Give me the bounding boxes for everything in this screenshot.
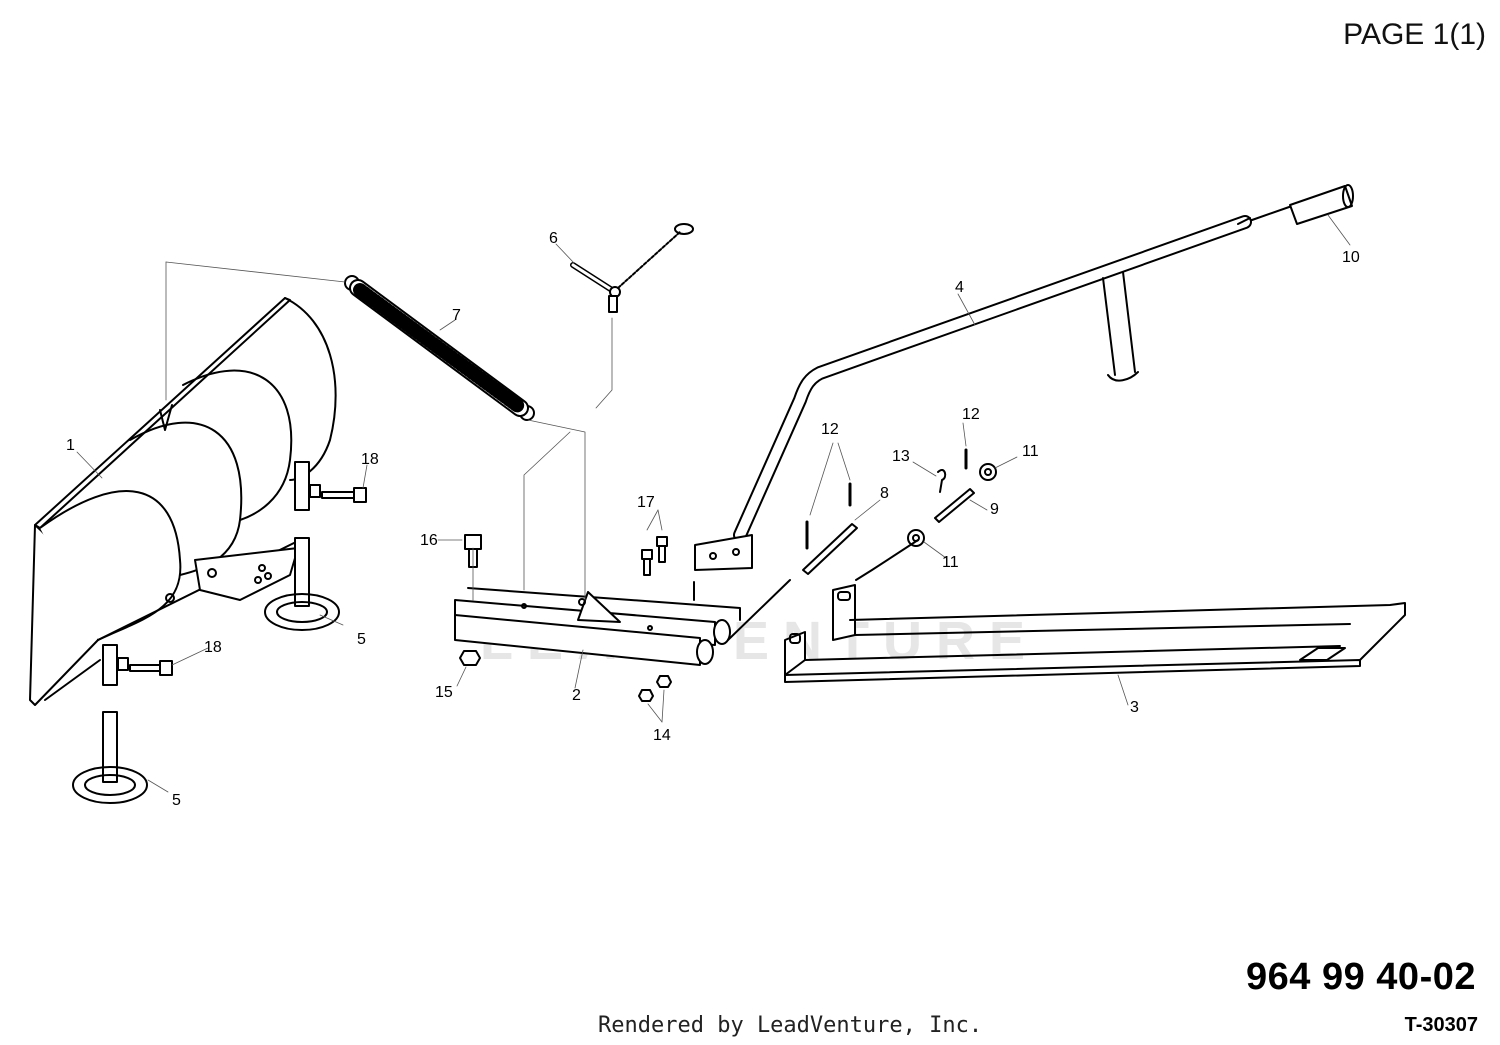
skid-shoe-right: [264, 461, 367, 631]
hitch-pin: [570, 223, 694, 313]
callout-13: 13: [892, 448, 910, 465]
doc-code: T-30307: [1404, 1014, 1478, 1036]
spring: [344, 275, 535, 421]
render-credit: Rendered by LeadVenture, Inc.: [598, 1013, 983, 1038]
callout-4: 4: [955, 279, 964, 296]
a-frame: [454, 587, 741, 666]
callout-5b: 5: [172, 792, 181, 809]
plow-blade: [29, 297, 337, 706]
callout-10: 10: [1342, 249, 1360, 266]
callout-15: 15: [435, 684, 453, 701]
part-number: 964 99 40-02: [1246, 956, 1476, 998]
callout-11b: 11: [942, 554, 959, 571]
callout-18a: 18: [361, 451, 379, 468]
callout-18b: 18: [204, 639, 222, 656]
callout-labels: 1 2 3 4 5 5 6 7 8 9 10 11 11 12 12 13 14…: [66, 230, 1360, 809]
callout-5a: 5: [357, 631, 366, 648]
leader-lines: [76, 214, 1351, 793]
callout-3: 3: [1130, 699, 1139, 716]
callout-7: 7: [452, 307, 461, 324]
lift-handle: [694, 205, 1293, 571]
callout-8: 8: [880, 485, 889, 502]
callout-6: 6: [549, 230, 558, 247]
callout-16: 16: [420, 532, 438, 549]
callout-9: 9: [990, 501, 999, 518]
callout-17: 17: [637, 494, 655, 511]
callout-12b: 12: [962, 406, 980, 423]
hitch-frame: [784, 584, 1406, 683]
callout-14: 14: [653, 727, 671, 744]
callout-2: 2: [572, 687, 581, 704]
callout-12a: 12: [821, 421, 839, 438]
skid-shoe-left: [72, 644, 173, 804]
linkage: [693, 448, 997, 641]
page-label: PAGE 1(1): [1343, 18, 1486, 51]
callout-11a: 11: [1022, 443, 1039, 460]
callout-1: 1: [66, 437, 75, 454]
handle-grip: [1289, 184, 1354, 225]
